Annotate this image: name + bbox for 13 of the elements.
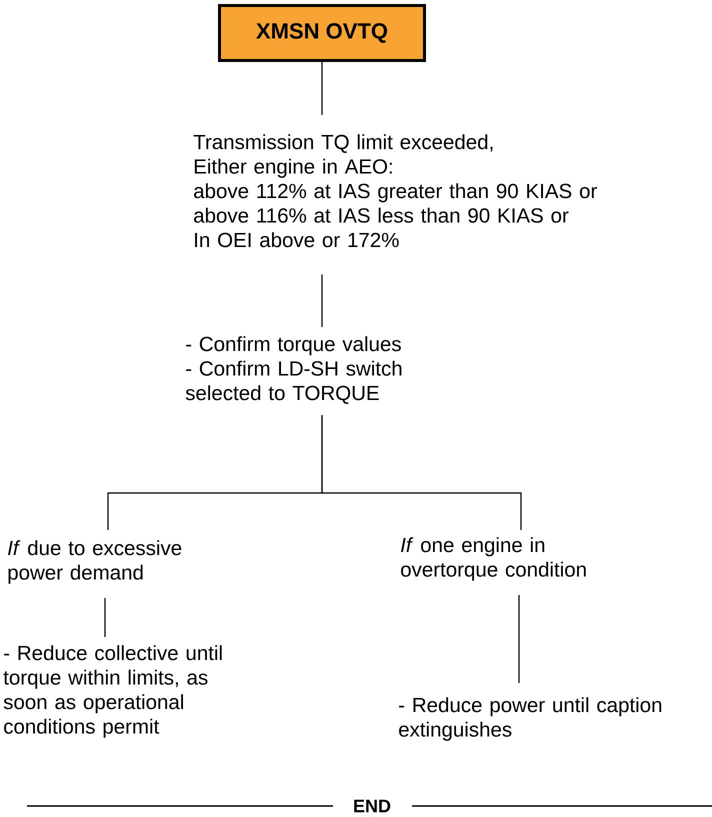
action-text: - Reduce collective until torque within limits, as soon as operational conditions permit: [4, 645, 222, 738]
condition-text: If one engine in overtorque condition: [401, 537, 586, 581]
connector-line: [518, 595, 520, 683]
connector-line: [321, 274, 323, 327]
action-text: - Confirm torque values - Confirm LD-SH switch selected to TORQUE: [186, 336, 402, 404]
connector-line: [321, 62, 323, 115]
warning-caption-box: XMSN OVTQ: [218, 4, 426, 62]
connector-line: [104, 598, 106, 637]
action-text: - Reduce power until caption extinguishes: [399, 697, 662, 741]
connector-line: [321, 415, 522, 530]
condition-text: Transmission TQ limit exceeded, Either engine in AEO: above 112% at IAS greater than 90 KIAS or above 116% at IAS less than 90 KIAS or In OEI above or 172%: [194, 134, 597, 248]
condition-text: If due to excessive power demand: [8, 540, 182, 584]
end-label: END: [354, 800, 390, 812]
